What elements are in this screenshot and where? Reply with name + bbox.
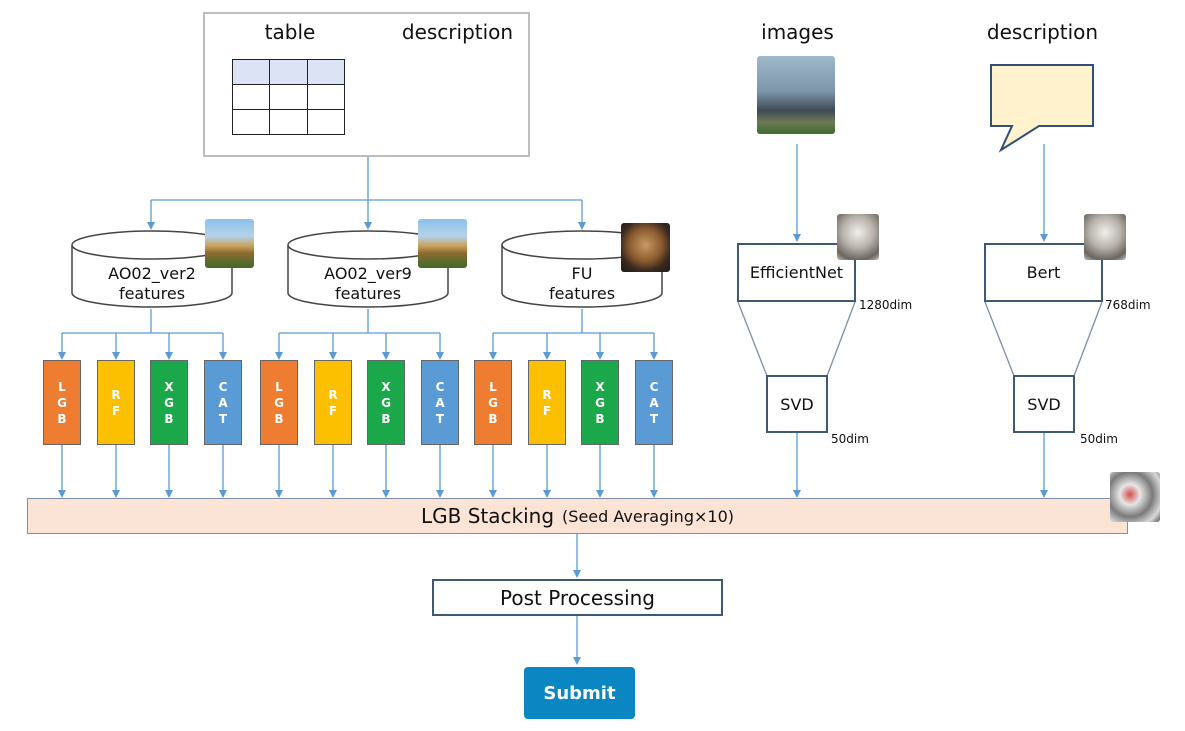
dog-photo-icon xyxy=(837,214,879,260)
food-photo-icon xyxy=(621,223,670,272)
feature-set-1-sub: features xyxy=(118,284,186,303)
model-cat-3: C A T xyxy=(635,360,673,445)
feature-set-1-name: AO02_ver2 xyxy=(108,264,196,283)
bert-dim: 768dim xyxy=(1105,298,1151,312)
model-lgb-3: L G B xyxy=(474,360,512,445)
temple-photo-icon xyxy=(205,219,254,268)
images-header: images xyxy=(761,20,834,44)
table-icon xyxy=(231,59,346,135)
model-rf-2: R F xyxy=(314,360,352,445)
feature-set-2-sub: features xyxy=(334,284,402,303)
model-xgb-1: X G B xyxy=(150,360,188,445)
bert-box: Bert xyxy=(984,243,1103,302)
description-header: description xyxy=(986,20,1099,44)
efficientnet-dim: 1280dim xyxy=(859,298,913,312)
model-lgb-2: L G B xyxy=(260,360,298,445)
stacking-title: LGB Stacking xyxy=(421,504,555,528)
model-cat-1: C A T xyxy=(204,360,242,445)
feature-set-2-name: AO02_ver9 xyxy=(324,264,412,283)
model-cat-2: C A T xyxy=(421,360,459,445)
feature-set-3-sub: features xyxy=(548,284,616,303)
lgb-stacking-bar: LGB Stacking (Seed Averaging×10) xyxy=(27,498,1128,534)
svd-image-box: SVD xyxy=(766,375,828,433)
submit-button[interactable]: Submit xyxy=(524,667,635,719)
stacking-subtitle: (Seed Averaging×10) xyxy=(562,506,734,526)
car-photo-icon xyxy=(757,56,835,134)
svd-text-dim: 50dim xyxy=(1080,432,1118,446)
svd-image-dim: 50dim xyxy=(831,432,869,446)
model-xgb-2: X G B xyxy=(367,360,405,445)
table-label: table xyxy=(264,20,316,44)
post-processing-box: Post Processing xyxy=(432,579,723,616)
efficientnet-box: EfficientNet xyxy=(737,243,856,302)
svd-text-box: SVD xyxy=(1013,375,1075,433)
model-rf-3: R F xyxy=(528,360,566,445)
model-rf-1: R F xyxy=(97,360,135,445)
description-label: description xyxy=(401,20,514,44)
dog-photo-icon xyxy=(1084,214,1126,260)
model-xgb-3: X G B xyxy=(581,360,619,445)
can-photo-icon xyxy=(1110,472,1160,522)
model-lgb-1: L G B xyxy=(43,360,81,445)
feature-set-3-name: FU xyxy=(571,264,593,283)
temple-photo-icon xyxy=(418,219,467,268)
speech-bubble-icon xyxy=(990,64,1094,153)
